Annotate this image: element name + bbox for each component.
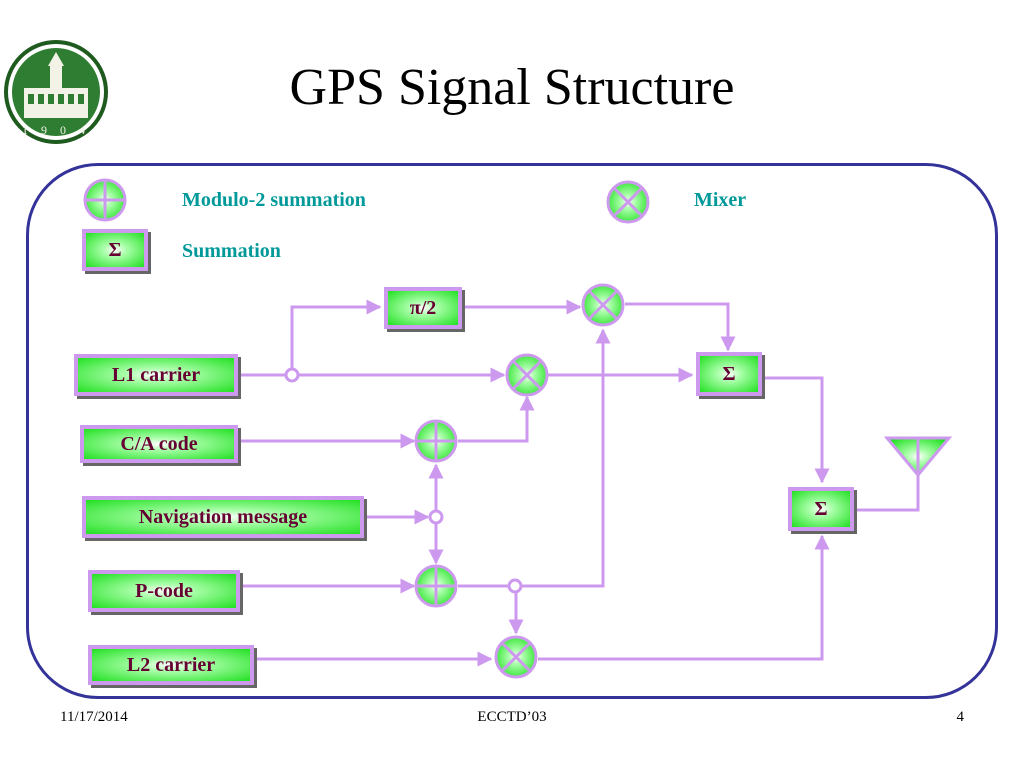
xor-ca-nav-icon <box>414 419 458 463</box>
navigation-message-block: Navigation message <box>82 496 364 538</box>
wire-l1-branch-to-pi2 <box>290 299 382 375</box>
xor-p-nav-icon <box>414 564 458 608</box>
wire-l2-mixer-to-sum <box>538 534 830 661</box>
antenna-icon <box>883 436 953 478</box>
mixer-l1-icon <box>505 353 549 397</box>
footer-page-number: 4 <box>956 709 965 725</box>
junction-pcode <box>507 578 523 594</box>
junction-l1 <box>284 367 300 383</box>
wire-xor-to-l1-mixer <box>458 395 535 443</box>
legend-xor-icon <box>83 178 127 222</box>
mixer-l2-icon <box>494 635 538 679</box>
wire-sum-to-antenna <box>857 475 920 512</box>
junction-nav <box>428 509 444 525</box>
svg-text:1 9 0 4: 1 9 0 4 <box>22 123 90 137</box>
legend-mixer-label: Mixer <box>694 189 747 211</box>
phase-shift-block: π/2 <box>384 287 462 329</box>
footer-date: 11/17/2014 <box>60 709 128 725</box>
legend-summation-label: Summation <box>182 240 281 262</box>
summation-top-block: Σ <box>696 352 762 396</box>
legend-modulo2-label: Modulo-2 summation <box>182 189 366 211</box>
p-code-block: P-code <box>88 570 240 612</box>
diagram-frame <box>26 163 998 699</box>
wire-mixer-top-to-sum <box>625 302 736 352</box>
l2-carrier-block: L2 carrier <box>88 645 254 685</box>
mixer-top-icon <box>581 283 625 327</box>
legend-summation-icon: Σ <box>82 229 148 271</box>
l1-carrier-block: L1 carrier <box>74 354 238 396</box>
slide-title: GPS Signal Structure <box>289 59 735 116</box>
wire-pcode-to-top-mixer <box>520 328 611 588</box>
university-seal-logo: 1 9 0 4 <box>4 40 108 144</box>
legend-mixer-icon <box>606 180 650 224</box>
footer-conference: ECCTD’03 <box>477 709 547 725</box>
summation-bottom-block: Σ <box>788 487 854 531</box>
wire-sum-top-to-sum-bottom <box>764 376 830 484</box>
ca-code-block: C/A code <box>80 425 238 463</box>
